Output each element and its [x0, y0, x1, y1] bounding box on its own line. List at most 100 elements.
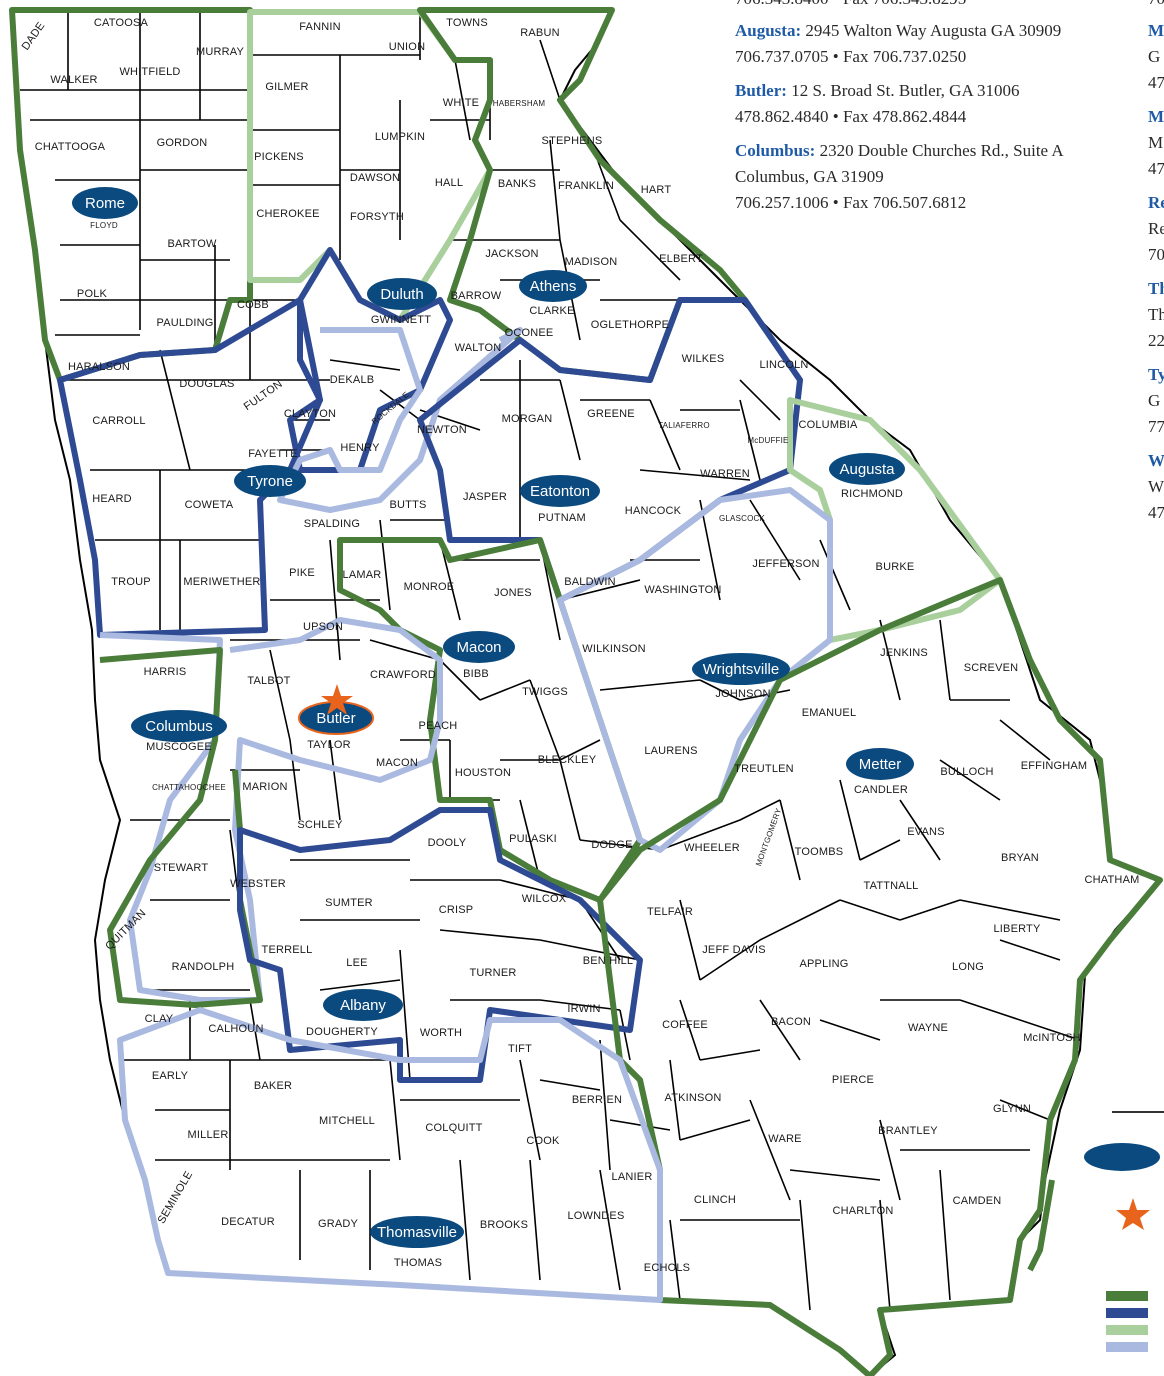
county-label-dekalb: DEKALB [330, 374, 375, 386]
office-label: Rome [85, 195, 125, 212]
county-label-emanuel: EMANUEL [802, 707, 857, 719]
office-list: 706.343.8400 • Fax 706.343.8295 Augusta:… [735, 0, 1115, 224]
county-label-harris: HARRIS [144, 666, 187, 678]
county-label-chattooga: CHATTOOGA [35, 141, 106, 153]
office-marker-athens[interactable]: Athens [519, 270, 587, 302]
county-label-wayne: WAYNE [908, 1022, 948, 1034]
legend-swatch-light-green [1106, 1325, 1148, 1335]
office-oval [443, 631, 515, 663]
office-marker-metter[interactable]: Metter [846, 748, 914, 780]
county-label-spalding: SPALDING [304, 518, 360, 530]
county-label-morgan: MORGAN [502, 413, 553, 425]
county-label-decatur: DECATUR [221, 1216, 275, 1228]
office-marker-eatonton[interactable]: Eatonton [520, 475, 600, 507]
office-entry-butler: Butler: 12 S. Broad St. Butler, GA 31006… [735, 78, 1115, 130]
county-label-putnam: PUTNAM [538, 512, 586, 524]
county-label-oglethorpe: OGLETHORPE [591, 319, 669, 331]
office-entry: 706.343.8400 • Fax 706.343.8295 [735, 0, 1115, 12]
office-label: Tyrone [247, 473, 293, 490]
office-marker-wrightsville[interactable]: Wrightsville [692, 653, 790, 685]
county-label-hancock: HANCOCK [625, 505, 682, 517]
county-label-macon: MACON [376, 757, 418, 769]
county-label-schley: SCHLEY [297, 819, 343, 831]
county-label-gordon: GORDON [157, 137, 208, 149]
county-label-dooly: DOOLY [428, 837, 467, 849]
office-marker-columbus[interactable]: Columbus [131, 710, 227, 742]
county-label-murray: MURRAY [196, 46, 245, 58]
county-label-walton: WALTON [455, 342, 502, 354]
county-label-webster: WEBSTER [230, 878, 286, 890]
county-label-dawson: DAWSON [350, 172, 400, 184]
county-label-effingham: EFFINGHAM [1021, 760, 1088, 772]
office-label: Albany [340, 997, 386, 1014]
office-entry-columbus: Columbus: 2320 Double Churches Rd., Suit… [735, 138, 1115, 216]
office-label: Columbus [145, 718, 213, 735]
county-label-crisp: CRISP [439, 904, 474, 916]
region-west-central [99, 617, 443, 1003]
office-phone: 706.257.1006 • Fax 706.507.6812 [735, 193, 967, 212]
office-label: Macon [456, 639, 501, 656]
county-label-johnson: JOHNSON [715, 688, 770, 700]
county-label-baker: BAKER [254, 1080, 292, 1092]
office-phone: 706.343.8400 • Fax 706.343.8295 [735, 0, 966, 8]
office-marker-albany[interactable]: Albany [323, 989, 403, 1021]
county-label-atkinson: ATKINSON [664, 1092, 721, 1104]
county-label-telfair: TELFAIR [647, 906, 693, 918]
office-marker-macon[interactable]: Macon [443, 631, 515, 663]
county-label-warren: WARREN [700, 468, 750, 480]
county-label-bartow: BARTOW [167, 238, 216, 250]
county-label-liberty: LIBERTY [993, 923, 1041, 935]
office-label: Butler [316, 710, 355, 727]
office-oval [520, 475, 600, 507]
cut-entry: ReRe70 [1148, 193, 1164, 264]
county-label-burke: BURKE [876, 561, 915, 573]
county-label-mcduffie: McDUFFIE [747, 436, 788, 445]
county-label-berrien: BERRIEN [572, 1094, 622, 1106]
county-label-chattahoochee: CHATTAHOOCHEE [152, 783, 226, 792]
county-label-monroe: MONROE [404, 581, 455, 593]
county-label-lee: LEE [346, 957, 367, 969]
office-address: 12 S. Broad St. Butler, GA 31006 [791, 81, 1020, 100]
office-marker-tyrone[interactable]: Tyrone [234, 465, 306, 497]
county-label-banks: BANKS [498, 178, 536, 190]
county-label-clay: CLAY [145, 1013, 174, 1025]
office-marker-duluth[interactable]: Duluth [367, 278, 437, 310]
office-oval [370, 1216, 464, 1248]
county-label-rabun: RABUN [520, 27, 560, 39]
county-label-floyd: FLOYD [90, 221, 118, 230]
county-label-lanier: LANIER [612, 1171, 653, 1183]
county-label-bulloch: BULLOCH [940, 766, 993, 778]
county-label-brantley: BRANTLEY [878, 1125, 938, 1137]
county-label-chatham: CHATHAM [1085, 874, 1140, 886]
office-city: Butler: [735, 81, 787, 100]
office-address: 2945 Walton Way Augusta GA 30909 [805, 21, 1062, 40]
county-label-long: LONG [952, 961, 984, 973]
county-label-habersham: HABERSHAM [493, 99, 546, 108]
county-label-butts: BUTTS [389, 499, 426, 511]
office-marker-thomasville[interactable]: Thomasville [370, 1216, 464, 1248]
county-label-wilkinson: WILKINSON [582, 643, 646, 655]
county-label-irwin: IRWIN [567, 1003, 600, 1015]
county-label-charlton: CHARLTON [832, 1205, 893, 1217]
county-label-ben-hill: BEN HILL [583, 955, 634, 967]
office-marker-rome[interactable]: Rome [72, 187, 138, 219]
county-label-dougherty: DOUGHERTY [306, 1026, 378, 1038]
region-atlanta [287, 247, 453, 473]
office-marker-augusta[interactable]: Augusta [829, 453, 905, 485]
county-label-paulding: PAULDING [156, 317, 213, 329]
county-label-turner: TURNER [469, 967, 516, 979]
county-label-colquitt: COLQUITT [425, 1122, 482, 1134]
county-label-ware: WARE [768, 1133, 801, 1145]
legend-swatch-dark-green [1106, 1291, 1148, 1301]
office-oval [367, 278, 437, 310]
county-label-glynn: GLYNN [993, 1103, 1031, 1115]
county-label-coffee: COFFEE [662, 1019, 708, 1031]
county-label-franklin: FRANKLIN [558, 180, 614, 192]
office-oval [829, 453, 905, 485]
county-label-calhoun: CALHOUN [208, 1023, 263, 1035]
